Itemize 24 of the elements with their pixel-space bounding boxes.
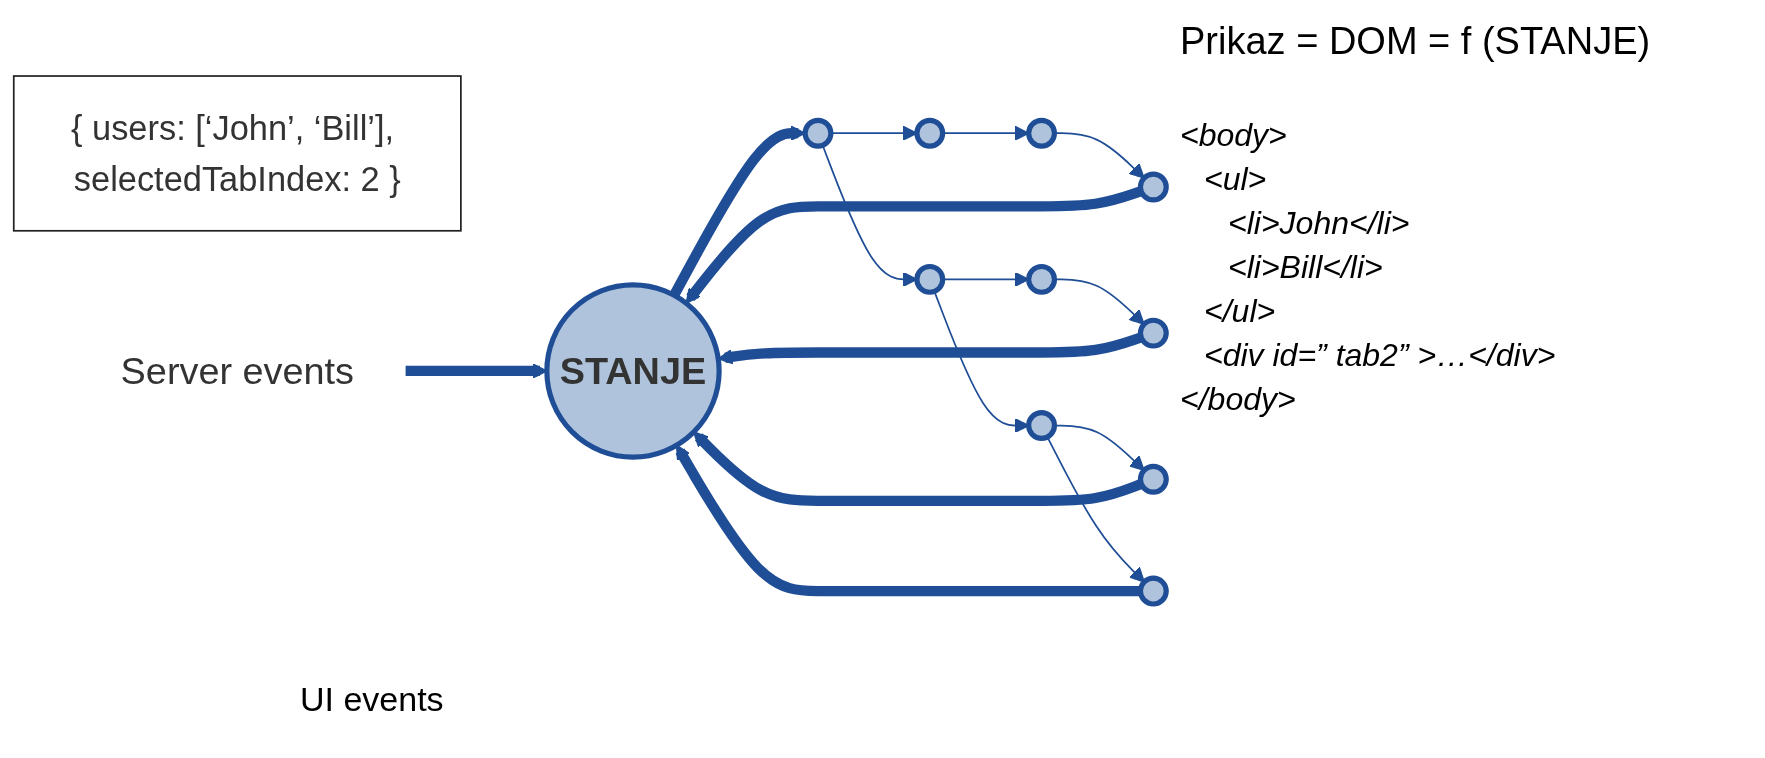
node-text: Server events xyxy=(120,349,355,393)
code-line: </ul> xyxy=(1203,292,1277,331)
code-line: <div id=” tab2” >…</div> xyxy=(1203,336,1557,375)
code-line: <li>John</li> xyxy=(1227,204,1411,243)
event-label: UI events xyxy=(300,680,445,719)
node-circle xyxy=(1137,463,1169,495)
code-line: <li>Bill</li> xyxy=(1227,248,1384,287)
formula-title: Prikaz = DOM = f (STANJE) xyxy=(1180,20,1652,63)
node-circle xyxy=(1137,171,1169,203)
code-line: <ul> xyxy=(1203,160,1268,199)
code-line: </body> xyxy=(1180,380,1297,419)
node-circle xyxy=(914,117,946,149)
node-circle xyxy=(1026,410,1058,442)
node-circle xyxy=(802,117,834,149)
arrow xyxy=(1046,436,1145,583)
node-circle: STANJE xyxy=(544,282,722,460)
node-circle xyxy=(1026,263,1058,295)
code-line: <body> xyxy=(1180,116,1288,155)
node-circle xyxy=(1137,317,1169,349)
arrow xyxy=(685,186,1143,304)
node-circle xyxy=(1026,117,1058,149)
node-box: { users: [‘John’, ‘Bill’], selectedTabIndex: 2 } xyxy=(12,75,462,232)
node-circle xyxy=(1137,575,1169,607)
node-circle xyxy=(914,263,946,295)
